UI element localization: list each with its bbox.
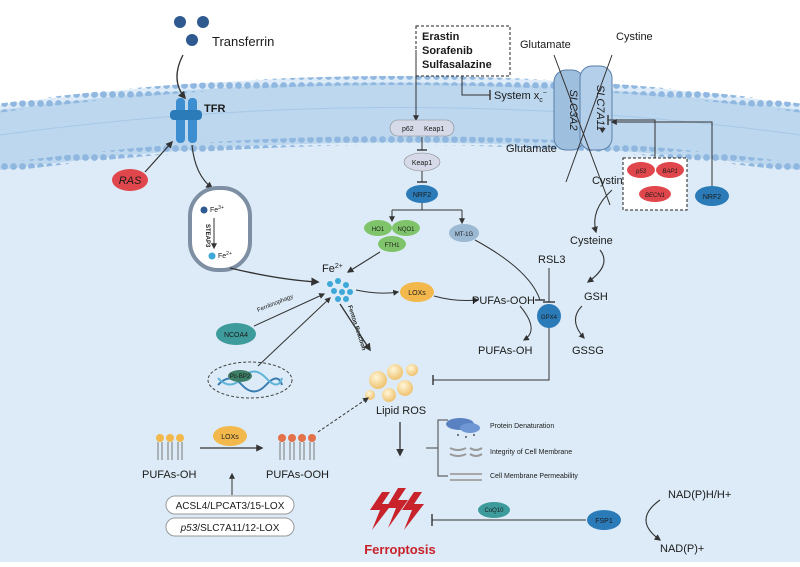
nadp-label: NAD(P)+: [660, 543, 704, 555]
p53-slc7a11-label: p53/SLC7A11/12-LOX: [180, 523, 280, 534]
bap1-label: BAP1: [662, 169, 677, 175]
slc7a11-label: SLC7A11: [594, 85, 606, 131]
membrane-midline: [0, 107, 800, 136]
transferrin-label: Transferrin: [212, 34, 274, 49]
p53-label: p53: [635, 169, 647, 175]
pufas-oh-right-label: PUFAs-OH: [478, 345, 532, 357]
keap1-complex-label: Keap1: [424, 126, 444, 133]
ferroptosis-lightning-icon: [370, 488, 424, 530]
ncoa4-protein: [216, 323, 256, 345]
loxs-lower-protein: [213, 426, 247, 446]
loxs-label: LOXs: [408, 290, 426, 297]
fe2-ions-icon: [327, 278, 353, 302]
slc3a2-label: SLC3A2: [567, 90, 579, 131]
gsh-label: GSH: [584, 291, 608, 303]
ferroptosis-label: Ferroptosis: [364, 542, 436, 557]
rsl3-label: RSL3: [538, 254, 566, 266]
lipid-ros-label: Lipid ROS: [376, 405, 426, 417]
pufas-oh-lipid-icon: [156, 434, 184, 460]
glutamate-in-label: Glutamate: [506, 143, 557, 155]
effect-membrane-permeability: Cell Membrane Permeability: [490, 473, 578, 480]
inducer-erastin: Erastin: [422, 31, 460, 43]
transferrin-icon: [174, 16, 209, 46]
membrane-permeability-icon: [450, 473, 482, 481]
pufas-ooh-lipid-icon: [278, 434, 316, 460]
inducer-sorafenib: Sorafenib: [422, 45, 473, 57]
fe2-endosome-label: Fe2+: [218, 251, 232, 260]
cystine-in-label: Cystine: [592, 175, 629, 187]
mt1g-protein: [449, 224, 479, 242]
acsl4-pill: [165, 495, 295, 515]
fsp1-label: FSP1: [595, 518, 613, 525]
cysteine-label: Cysteine: [570, 235, 613, 247]
ho1-protein: [364, 220, 392, 236]
pcbp2-protein: [228, 370, 252, 382]
cystine-out-label: Cystine: [616, 31, 653, 43]
fth1-protein: [378, 236, 406, 252]
coq10-label: CoQ10: [484, 508, 504, 514]
tfr-label: TFR: [204, 103, 225, 115]
fe2-label: Fe2+: [322, 263, 343, 275]
protein-denaturation-icon: [446, 418, 480, 438]
membrane-integrity-icon: [449, 447, 483, 457]
fsp1-protein: [587, 510, 621, 530]
ho1-label: HO1: [372, 227, 385, 233]
effect-protein-denaturation: Protein Denaturation: [490, 423, 554, 430]
lipid-ros-icon: [365, 364, 418, 402]
loxs-lower-label: LOXs: [221, 434, 239, 441]
gssg-label: GSSG: [572, 345, 604, 357]
nrf2-protein: [406, 185, 438, 203]
nadph-label: NAD(P)H/H+: [668, 489, 731, 501]
nqo1-label: NQO1: [397, 227, 415, 233]
acsl4-label: ACSL4/LPCAT3/15-LOX: [176, 501, 285, 512]
fe3-label: Fe3+: [210, 205, 224, 214]
ras-protein: [112, 169, 148, 191]
fth1-label: FTH1: [385, 243, 401, 249]
pcbp2-label: Pc-BP2: [230, 374, 251, 380]
bap1-protein: [656, 162, 684, 178]
pufas-oh-left-label: PUFAs-OH: [142, 469, 196, 481]
nrf2-regulator-protein: [695, 186, 729, 206]
becn1-protein: [639, 186, 671, 202]
loxs-protein: [400, 282, 434, 302]
ras-label: RAS: [119, 175, 142, 187]
membrane-inner-heads: [0, 136, 800, 173]
p53-slc7a11-pill: [165, 517, 295, 537]
membrane-outer-heads: [0, 76, 800, 113]
steap3-label: STEAP3: [204, 224, 210, 248]
p53-protein: [627, 162, 655, 178]
tfr-receptor-icon: [170, 98, 202, 143]
keap1-label: Keap1: [412, 160, 432, 167]
pufas-ooh-left-label: PUFAs-OOH: [266, 469, 329, 481]
ncoa4-label: NCOA4: [224, 332, 248, 339]
nqo1-protein: [392, 220, 420, 236]
pufas-ooh-label: PUFAs-OOH: [472, 295, 535, 307]
effect-membrane-integrity: Integrity of Cell Membrane: [490, 449, 572, 456]
system-xc-label: System xc−: [494, 90, 547, 104]
nrf2-regulator-label: NRF2: [703, 194, 721, 201]
inducer-sulfasalazine: Sulfasalazine: [422, 59, 492, 71]
nrf2-label: NRF2: [413, 192, 431, 199]
p62-label: p62: [402, 126, 414, 133]
gpx4-label: GPX4: [541, 315, 558, 321]
coq10-protein: [478, 502, 510, 518]
mt1g-label: MT-1G: [455, 232, 474, 238]
inducers-box: [415, 25, 511, 77]
becn1-label: BECN1: [645, 193, 665, 199]
pcbp2-dna-region: [207, 361, 293, 399]
p62-keap1-complex: [389, 119, 455, 137]
gpx4-protein: [537, 304, 561, 328]
glutamate-out-label: Glutamate: [520, 39, 571, 51]
